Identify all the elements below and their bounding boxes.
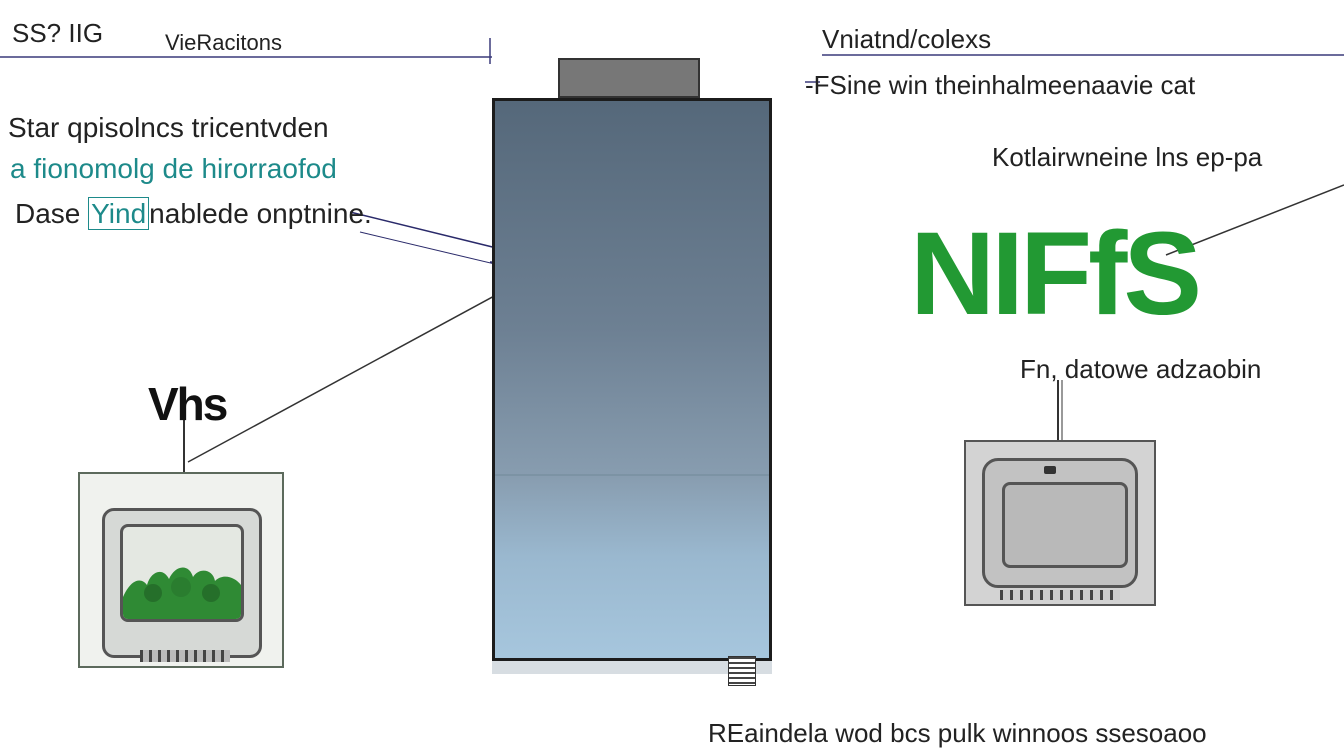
left-line-1: Star qpisolncs tricentvden [8,112,329,143]
central-panel [492,98,772,674]
left-line-3-suffix: nablede onptnine. [149,198,372,229]
header-left-label: SS? IIG [12,18,104,48]
header-right-subtitle: -FSine win theinhalmeenaavie cat [805,70,1196,100]
left-line-3-highlight: Yind [88,197,150,230]
right-device-led-icon [1044,466,1056,474]
left-line-2: a fionomolg de hirorraofod [10,153,337,184]
panel-top-tab [558,58,700,98]
panel-base [492,658,772,674]
panel-connector-icon [728,656,756,686]
left-device-heading: Vhs [148,378,228,430]
right-device-base [1000,590,1120,600]
left-line-3-prefix: Dase [15,198,89,229]
header-title: VieRacitons [165,30,282,55]
footer-caption: REaindela wod bcs pulk winnoos ssesoaoo [708,718,1207,748]
brand-logo: NIFfS [910,208,1202,340]
plant-icon [123,567,241,619]
left-device-screen [120,524,244,622]
header-right-title: Vniatnd/colexs [822,24,992,54]
right-note: Kotlairwneine lns ep-pa [992,142,1263,172]
right-device-screen [1002,482,1128,568]
right-subnote: Fn, datowe adzaobin [1020,354,1262,384]
left-device-base [140,650,230,662]
pointer-line-left [187,281,521,463]
panel-divider [495,474,769,476]
